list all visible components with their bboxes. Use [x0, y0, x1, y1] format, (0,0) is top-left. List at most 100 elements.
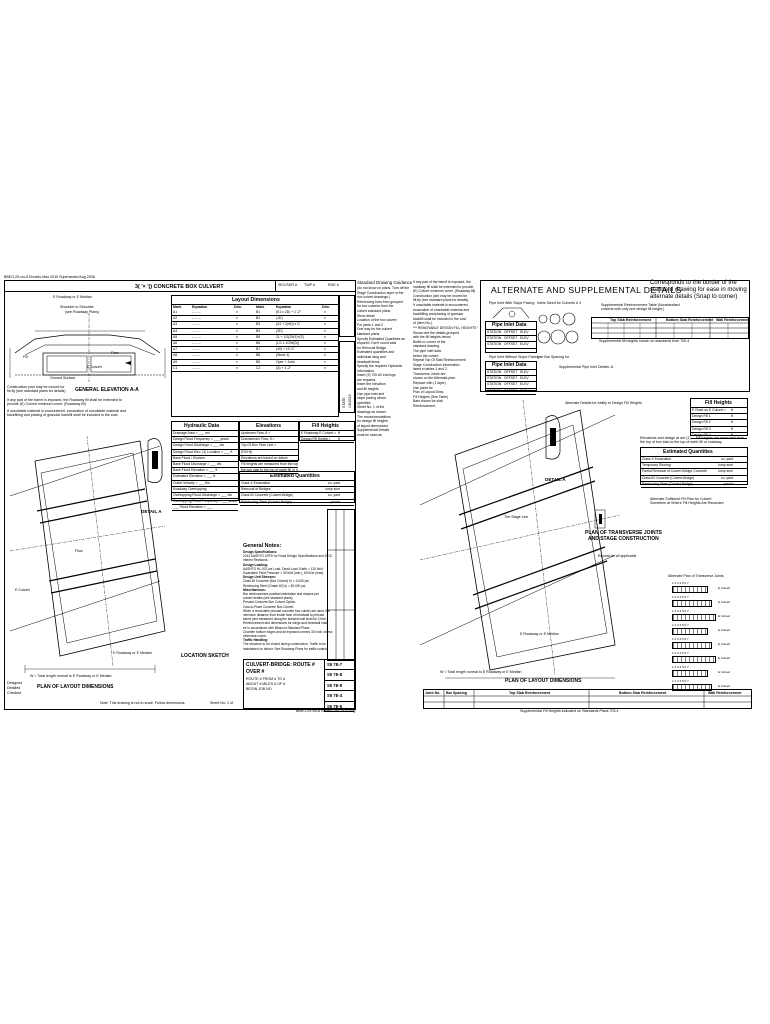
- layout-cell: x: [236, 328, 238, 333]
- guidance-line: Repeat Top Of Slab Reinforcement: [413, 358, 466, 363]
- guidance-line: and fill heights: [357, 387, 379, 392]
- hydraulic-row: Overtopping Flood Frequency = ___ years: [172, 499, 238, 506]
- hydraulic-row: Outlet Velocity = ___ ft/s: [172, 481, 238, 487]
- right-quantity-row-label: Class X Excavation: [642, 457, 672, 461]
- guidance-line: slope paving where: [357, 396, 387, 401]
- guidance-line: If any part of the barrel is exposed, th…: [413, 280, 471, 284]
- general-note-line: Bar reinforcement position/orientation a…: [243, 592, 319, 597]
- right-fill-row-label: Design Fill 2: [692, 420, 711, 425]
- guidance-line: Use joints for: [413, 385, 433, 390]
- title-block-line-1: CULVERT-BRIDGE: ROUTE #: [246, 662, 315, 668]
- joint-numbers: 1 2 3 4 5 6 7: [672, 637, 689, 641]
- quantity-row-label: Class X Excavation: [241, 481, 271, 485]
- guidance-line: *** REMOVABLE DESIGN FILL HEIGHTS ***: [413, 325, 478, 330]
- elevation-row: (Fill Ht): [240, 450, 298, 456]
- right-quantity-row-unit: lump sum: [718, 463, 733, 468]
- layout-cell: B9: [256, 359, 261, 364]
- layout-cell: (E1 x 2D) + 1'-2": [276, 310, 301, 314]
- elevation-note-2: fill-fly (see standard plans for details…: [7, 389, 66, 393]
- state-date-box: STATE 1/8/2015: [339, 341, 355, 413]
- guidance-line: (do not show on plans. Turn off the: [357, 286, 410, 290]
- joint-numbers: 1 2 3 4 5 6 7: [672, 595, 689, 599]
- guidance-line: standard drawing.: [413, 344, 440, 349]
- quantity-row-label: Removal of Bridges: [241, 487, 271, 492]
- right-quantity-row-label: Reinforcing Steel (Culvert-Bridge): [642, 481, 693, 486]
- right-fill-row: E Road on E Culvert =ft: [691, 408, 747, 415]
- layout-cell: -- -- --: [192, 328, 201, 333]
- flow-label: Flow: [111, 351, 119, 355]
- guidance-line: backfill shall be included in the cost: [413, 316, 466, 321]
- layout-cell: (A1 + 2(W)) x D: [276, 322, 300, 327]
- guidance-line: For joints 1 and 2: [357, 322, 384, 327]
- joint-culvert-label: E Culvert: [718, 670, 731, 674]
- detailed-label: Detailed: [7, 686, 21, 690]
- layout-cell: B4: [256, 328, 261, 333]
- guidance-line: Reinforcement.: [413, 404, 436, 409]
- general-note-line: Cast-in-Place Concrete Box Culvert.: [243, 604, 295, 609]
- ground-surface-label: Ground Surface: [50, 376, 76, 380]
- guidance-line: Fill Heights (See Table): [413, 394, 448, 399]
- repair-note: Repeat for all applicable: [598, 554, 637, 558]
- right-plan-title: PLAN OF LAYOUT DIMENSIONS: [505, 678, 582, 684]
- guidance-line: Specify the required Hydraulic: [357, 364, 403, 369]
- elevation-row: Fill heights are measured from the top o…: [240, 462, 298, 469]
- col-dim-1: Dim.: [234, 305, 242, 309]
- layout-cell: -- -- --: [192, 353, 201, 358]
- pipe-inlet-cell: OFFSET: [504, 330, 518, 334]
- pipe-inlet-cell: STATION: [487, 342, 502, 347]
- joint-culvert-label: E Culvert: [718, 656, 731, 660]
- general-note-line: Design Specifications:: [243, 550, 278, 554]
- layout-cell: A3: [173, 322, 178, 327]
- layout-cell: -- -- --: [192, 334, 201, 339]
- guidance-line: of (Item No.).: [413, 321, 433, 326]
- quantity-row-unit: pound: [330, 499, 340, 504]
- layout-cell: B2: [256, 316, 261, 321]
- title-strip: [327, 509, 355, 661]
- guidance-line: drawings as shown.: [357, 410, 387, 415]
- plan-culvert-label: E Culvert: [15, 588, 30, 592]
- hydraulic-row: Design Flood Discharge = ___ cfs: [172, 443, 238, 450]
- layout-cell: -- -- --: [192, 316, 201, 321]
- right-quantity-row-unit: pound: [723, 481, 733, 486]
- pipe-inlet-cell: ELEV: [520, 388, 529, 393]
- joint-numbers: 1 2 3 4 5 6 7: [672, 609, 689, 613]
- corner-note-2: standard drawing for ease in moving: [650, 287, 747, 293]
- guidance-line: Standard Drawing Guidance: [357, 280, 412, 285]
- detail-a-drawing: [147, 438, 163, 483]
- quantity-row-unit: cu. yard: [327, 481, 340, 485]
- transverse-title: PLAN OF TRANSVERSE JOINTS: [585, 530, 662, 536]
- joint-numbers: 1 2 3 4 5 6 7: [672, 665, 689, 669]
- general-note-line: 2012 AASHTO LRFD for Road Design Specifi…: [243, 554, 332, 559]
- guidance-line: Estimated quantities and: [357, 350, 395, 355]
- layout-cell: x: [236, 340, 238, 345]
- elevation-note-1: Construction joint may be moved for: [7, 385, 65, 389]
- pipe-inlet-without-label: Pipe Inlet Without Slope Paving: [489, 355, 540, 359]
- quantity-row: Reinforcing Steel (Culvert-Bridge)pound: [240, 500, 354, 506]
- right-quantity-row: Class BI Concrete (Culvert-Bridge)cu. ya…: [641, 476, 747, 482]
- elevations-title: Elevations: [256, 423, 282, 429]
- designed-label: Designed: [7, 681, 23, 685]
- layout-cell: (A) + 1'-2": [276, 365, 292, 370]
- sec-sur-label: SEC/SUR #: [278, 283, 297, 287]
- fill-row-label: E Roadway E Culvert =: [301, 431, 337, 435]
- rge-label: RGE #: [328, 283, 339, 287]
- right-quant-title: Estimated Quantities: [663, 449, 713, 455]
- guidance-line: Construction joint may be moved for: [413, 293, 468, 298]
- right-quantity-row-label: Class BI Concrete (Culvert-Bridge): [642, 475, 695, 480]
- inlet-note: Inlets Sized for Culverts # 4: [537, 301, 581, 305]
- pipe-inlet-cell: STATION: [487, 388, 502, 393]
- right-fill-note-2: the top of box slab to the top of earth …: [640, 440, 723, 444]
- layout-cell: (L/1 x 1/2W(D)): [276, 340, 300, 345]
- right-road-label: E Roadway or E Median: [520, 632, 559, 636]
- right-quantity-row: Partial Removal of Culvert-Bridge Concre…: [641, 469, 747, 476]
- general-note-line: barrel joint measured along the skewed w…: [243, 617, 327, 622]
